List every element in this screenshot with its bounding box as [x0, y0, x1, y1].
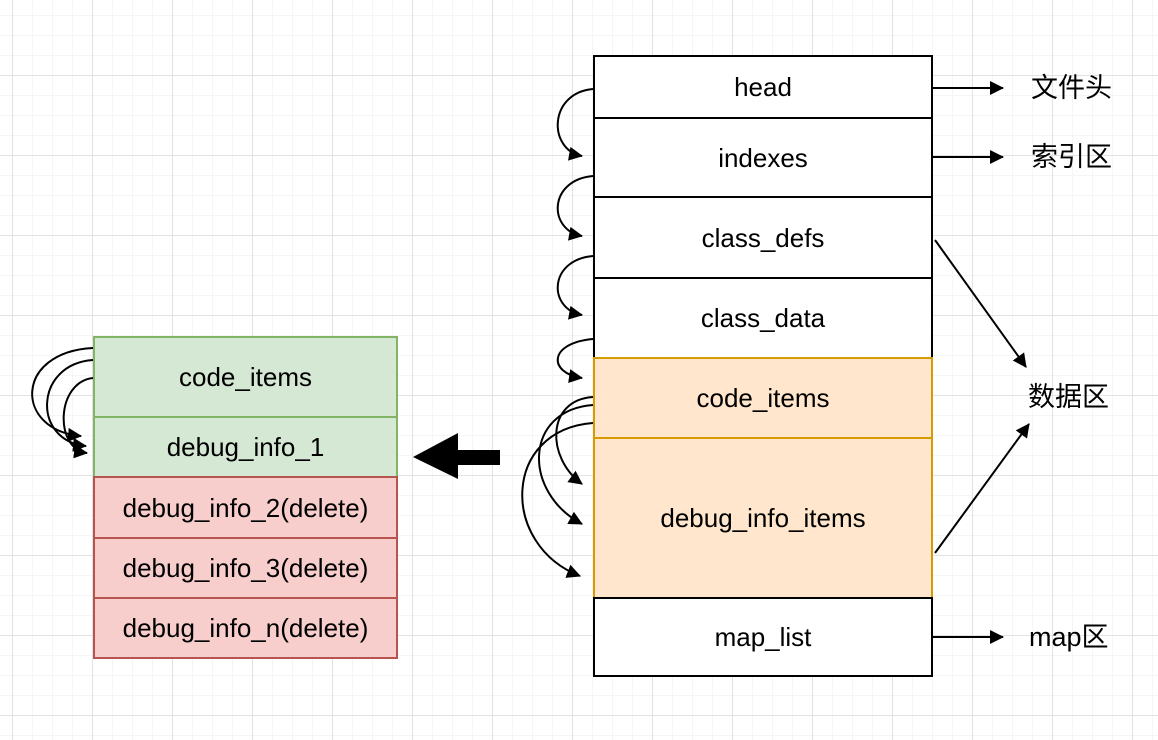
- arc-dedup-ref-3-to-debug-info-1-icon: [62, 377, 94, 459]
- label-map-region: map区: [1029, 622, 1109, 652]
- label-data-region: 数据区: [1028, 382, 1109, 412]
- label-file-header: 文件头: [1031, 73, 1112, 103]
- dedup-box-debug-info-n: debug_info_n(delete): [93, 597, 398, 659]
- dex-box-indexes: indexes: [593, 117, 933, 198]
- arrow-class-defs-to-data-region-icon: [934, 239, 1027, 368]
- arc-head-to-indexes-icon: [556, 88, 594, 161]
- merge-transform-arrow-icon: [413, 433, 500, 479]
- arc-indexes-to-class-defs-icon: [556, 175, 594, 241]
- dex-box-map-list: map_list: [593, 597, 933, 677]
- arc-class-data-to-code-items-icon: [556, 338, 594, 384]
- label-index-region: 索引区: [1031, 142, 1112, 172]
- dedup-box-code-items: code_items: [93, 336, 398, 418]
- arc-dedup-ref-2-to-debug-info-1-icon: [46, 359, 94, 452]
- dex-box-code-items: code_items: [593, 357, 933, 439]
- arc-code-items-to-debug-info-2-icon: [538, 404, 594, 525]
- dex-box-class-defs: class_defs: [593, 196, 933, 279]
- dex-box-debug-info-items: debug_info_items: [593, 437, 933, 599]
- arc-class-defs-to-class-data-icon: [556, 255, 594, 320]
- dedup-box-debug-info-3: debug_info_3(delete): [93, 537, 398, 599]
- dedup-box-debug-info-2: debug_info_2(delete): [93, 476, 398, 539]
- arc-code-items-to-debug-info-n-icon: [521, 422, 594, 578]
- dedup-box-debug-info-1: debug_info_1: [93, 416, 398, 478]
- dex-box-head: head: [593, 55, 933, 119]
- arrow-debug-info-items-to-data-region-icon: [934, 423, 1030, 554]
- arc-dedup-ref-1-to-debug-info-1-icon: [31, 347, 94, 442]
- dex-box-class-data: class_data: [593, 277, 933, 359]
- arc-code-items-to-debug-info-1-icon: [555, 396, 594, 485]
